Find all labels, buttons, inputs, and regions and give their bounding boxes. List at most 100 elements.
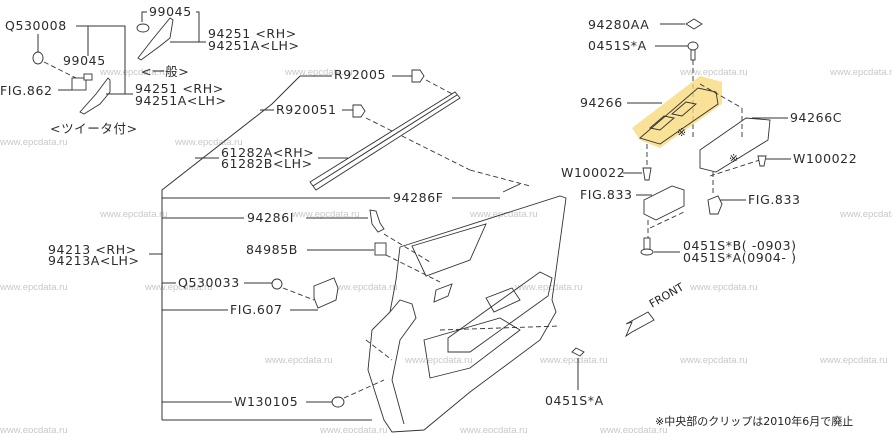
callout-fig862[interactable]: FIG.862 bbox=[0, 83, 72, 98]
callout-w100022-left[interactable]: W100022 bbox=[561, 165, 642, 180]
callout-61282[interactable]: 61282A<RH> 61282B<LH> bbox=[195, 145, 348, 171]
label-fig833-left: FIG.833 bbox=[580, 187, 633, 202]
assembly-line bbox=[469, 169, 531, 187]
clip-w100022 bbox=[642, 167, 652, 181]
part-r920051-clip bbox=[352, 104, 531, 187]
callout-r92005[interactable]: R92005 bbox=[300, 67, 412, 82]
part-fig833-switch-left bbox=[643, 185, 685, 238]
weatherstrip-edge bbox=[312, 94, 458, 187]
watermark: www.epcdata.ru bbox=[329, 282, 398, 293]
callout-0451s-a-top[interactable]: 0451S*A bbox=[588, 38, 688, 53]
label-94266: 94266 bbox=[580, 95, 623, 110]
part-w130105-clip bbox=[331, 396, 345, 408]
tweeter-bracket bbox=[71, 77, 87, 91]
part-94266c bbox=[699, 83, 771, 177]
watermark: www.epcdata.ru bbox=[264, 355, 333, 366]
switch-opening bbox=[671, 101, 697, 117]
label-0451s-a-range: 0451S*A(0904- ) bbox=[683, 250, 797, 265]
garnish-94251-tweeter bbox=[79, 77, 111, 115]
callout-94266c[interactable]: 94266C bbox=[752, 110, 842, 125]
label-w130105: W130105 bbox=[234, 394, 298, 409]
leader-line bbox=[141, 11, 147, 22]
callout-94251-top[interactable]: 94251 <RH> 94251A<LH> bbox=[199, 26, 300, 53]
callout-fig833-right[interactable]: FIG.833 bbox=[720, 192, 801, 207]
callout-0451s-b-a[interactable]: 0451S*B( -0903) 0451S*A(0904- ) bbox=[683, 238, 797, 265]
part-r92005-clip bbox=[411, 69, 457, 97]
label-84985b: 84985B bbox=[246, 242, 298, 257]
callout-0451s-a-bottom[interactable]: 0451S*A bbox=[545, 393, 604, 408]
watermark: www.epcdata.ru bbox=[0, 137, 68, 148]
callout-fig833-left[interactable]: FIG.833 bbox=[580, 187, 652, 202]
screw-shank bbox=[690, 49, 696, 61]
callout-fig607[interactable]: FIG.607 bbox=[162, 302, 318, 317]
assembly-line bbox=[365, 117, 471, 171]
callout-94251-tweeter[interactable]: 94251 <RH> 94251A<LH> bbox=[125, 81, 227, 108]
clip-84985b bbox=[374, 242, 387, 256]
callout-w100022-right[interactable]: W100022 bbox=[766, 151, 857, 166]
bracket-line bbox=[161, 75, 301, 420]
callout-94286f[interactable]: 94286F bbox=[162, 190, 500, 205]
assembly-line bbox=[439, 325, 561, 331]
trim-outline bbox=[367, 195, 567, 433]
label-94251a-lh-top: 94251A<LH> bbox=[208, 38, 300, 53]
clip-99045-mid bbox=[83, 73, 93, 81]
watermark: www.epcdata.ru bbox=[819, 355, 888, 366]
callout-r920051[interactable]: R920051 bbox=[260, 102, 353, 117]
label-q530033: Q530033 bbox=[178, 275, 240, 290]
clip-94286f bbox=[502, 183, 521, 193]
label-general-variant: <一般> bbox=[141, 64, 189, 79]
part-0451s-b-screw bbox=[640, 237, 680, 256]
part-99045-clip-top bbox=[136, 23, 150, 33]
watermark: www.epcdata.ru bbox=[144, 282, 213, 293]
door-pocket bbox=[423, 317, 521, 379]
switch-pocket bbox=[485, 287, 521, 313]
clip-w130105 bbox=[331, 396, 345, 408]
label-94251a-lh: 94251A<LH> bbox=[135, 93, 227, 108]
part-94286i bbox=[369, 209, 431, 263]
label-94266c: 94266C bbox=[790, 110, 842, 125]
armrest bbox=[447, 271, 553, 353]
watermark: www.epcdata.ru bbox=[174, 137, 243, 148]
inner-handle bbox=[313, 277, 339, 309]
callout-q530008[interactable]: Q530008 bbox=[5, 18, 126, 94]
part-w100022-left bbox=[642, 144, 652, 181]
callout-q530033[interactable]: Q530033 bbox=[162, 275, 272, 290]
screw-q530033 bbox=[271, 278, 283, 290]
window-switch-single bbox=[707, 195, 723, 215]
callout-94266[interactable]: 94266 bbox=[580, 95, 662, 110]
part-61282-weatherstrip bbox=[309, 91, 461, 191]
label-94280aa: 94280AA bbox=[588, 17, 649, 32]
callout-84985b[interactable]: 84985B bbox=[246, 242, 374, 257]
watermark: www.epcdata.ru bbox=[99, 67, 168, 78]
part-tweeter bbox=[71, 73, 125, 115]
garnish-94251-general bbox=[137, 17, 174, 61]
label-r920051: R920051 bbox=[276, 102, 337, 117]
label-0451s-a-bottom: 0451S*A bbox=[545, 393, 604, 408]
asterisk-mark: ※ bbox=[677, 126, 686, 139]
callout-w130105[interactable]: 94213 <RH> W130105 bbox=[162, 394, 332, 409]
part-fig607-handle bbox=[313, 277, 339, 309]
trim-upper-panel bbox=[411, 223, 487, 277]
label-tweeter-variant: <ツイータ付> bbox=[50, 121, 138, 136]
callout-99045-top[interactable]: 99045 bbox=[141, 4, 200, 42]
assembly-line bbox=[43, 61, 77, 79]
label-94213-rh: 94213 <RH> bbox=[48, 242, 137, 257]
callout-99045-mid[interactable]: 99045 bbox=[63, 53, 106, 68]
part-q530033-screw bbox=[271, 278, 315, 301]
assembly-line bbox=[425, 79, 457, 97]
switch-panel-94266c bbox=[699, 117, 771, 173]
callout-94280aa[interactable]: 94280AA bbox=[588, 17, 685, 32]
callout-94213[interactable]: 94213 <RH> 94213A<LH> bbox=[48, 242, 162, 268]
armrest-switch-panel-94266 bbox=[639, 87, 719, 145]
clip-w100022 bbox=[757, 155, 767, 167]
part-94266-highlighted[interactable] bbox=[632, 76, 722, 148]
label-q530008: Q530008 bbox=[5, 18, 67, 33]
part-q530008-screw bbox=[32, 51, 77, 79]
assembly-line bbox=[343, 379, 385, 399]
front-label: FRONT bbox=[647, 280, 686, 310]
label-94286f: 94286F bbox=[393, 190, 444, 205]
watermark: www.epcdata.ru bbox=[679, 67, 748, 78]
callout-94286i[interactable]: 94286I bbox=[162, 210, 368, 225]
footnote: ※中央部のクリップは2010年6月で廃止 bbox=[655, 414, 853, 428]
